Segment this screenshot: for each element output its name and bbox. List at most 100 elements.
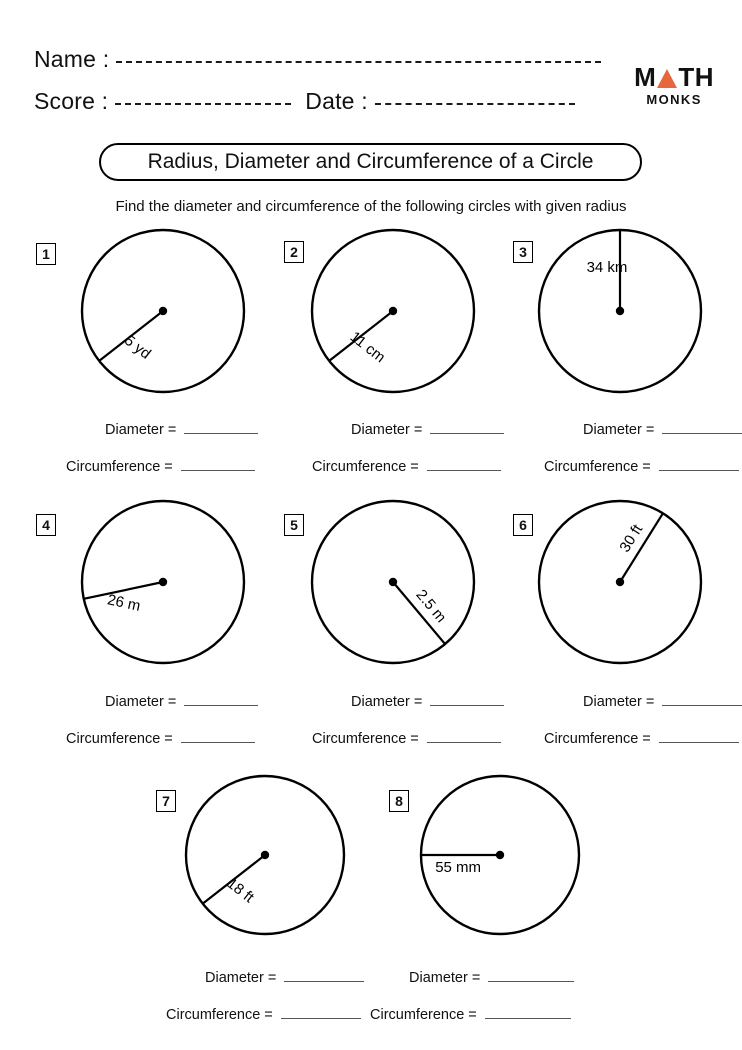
diameter-answer-row: Diameter = [583, 420, 742, 438]
circle-diagram: 55 mm [419, 774, 581, 936]
problem-number-badge: 3 [513, 241, 533, 263]
circle-outline [537, 499, 703, 665]
circumference-answer-blank[interactable] [658, 457, 739, 471]
circumference-answer-label: Circumference = [370, 1007, 477, 1023]
diameter-answer-row: Diameter = [205, 968, 365, 986]
problem-number-badge: 6 [513, 514, 533, 536]
problem-number: 4 [42, 517, 50, 533]
circumference-answer-row: Circumference = [312, 729, 504, 747]
circle-diagram: 18 ft [184, 774, 346, 936]
answer-block: Diameter = Circumference = [312, 692, 505, 766]
diameter-answer-blank[interactable] [662, 420, 742, 434]
circumference-answer-label: Circumference = [312, 731, 419, 747]
radius-label: 18 ft [224, 875, 258, 907]
circle-outline [310, 228, 476, 394]
circumference-answer-row: Circumference = [66, 457, 258, 475]
problem-number: 6 [519, 517, 527, 533]
diameter-answer-blank[interactable] [284, 968, 365, 982]
circumference-answer-label: Circumference = [544, 731, 651, 747]
circle-diagram: 26 m [80, 499, 246, 665]
date-label: Date : [305, 88, 368, 114]
circumference-answer-row: Circumference = [312, 457, 504, 475]
circle-outline [184, 774, 346, 936]
diameter-answer-row: Diameter = [409, 968, 575, 986]
radius-line [202, 854, 266, 905]
logo-wordmark: M TH [634, 64, 714, 90]
diameter-answer-label: Diameter = [105, 422, 177, 438]
diameter-answer-blank[interactable] [662, 692, 742, 706]
radius-line [619, 512, 664, 583]
logo-text-m: M [634, 62, 657, 92]
circle-diagram: 5 yd [80, 228, 246, 394]
circumference-answer-blank[interactable] [484, 1005, 571, 1019]
radius-line [392, 581, 446, 645]
diameter-answer-blank[interactable] [430, 692, 505, 706]
name-input-line[interactable] [116, 60, 602, 63]
worksheet-title: Radius, Diameter and Circumference of a … [99, 143, 642, 181]
diameter-answer-label: Diameter = [409, 970, 481, 986]
circle-outline [80, 499, 246, 665]
circumference-answer-blank[interactable] [180, 729, 255, 743]
problem-number-badge: 2 [284, 241, 304, 263]
radius-label: 26 m [106, 591, 142, 615]
answer-block: Diameter =Circumference = [66, 692, 259, 766]
circle-figure: 11 cm [278, 196, 508, 426]
problem-number-badge: 7 [156, 790, 176, 812]
center-point [615, 306, 625, 316]
problem-number: 7 [162, 793, 170, 809]
radius-line [98, 310, 164, 362]
circumference-answer-row: Circumference = [544, 457, 742, 475]
radius-label: 30 ft [616, 521, 646, 555]
circumference-answer-label: Circumference = [544, 459, 651, 475]
circumference-answer-blank[interactable] [280, 1005, 361, 1019]
radius-line [328, 310, 394, 362]
circumference-answer-blank[interactable] [426, 729, 501, 743]
circle-figure: 18 ft [152, 742, 378, 968]
diameter-answer-blank[interactable] [184, 420, 259, 434]
circumference-answer-row: Circumference = [544, 729, 742, 747]
center-point [615, 577, 625, 587]
name-field-row: Name : [34, 46, 602, 73]
date-input-line[interactable] [374, 102, 575, 105]
score-label: Score : [34, 88, 109, 114]
problem-number: 5 [290, 517, 298, 533]
score-input-line[interactable] [115, 102, 292, 105]
radius-label: 55 mm [435, 859, 481, 876]
diameter-answer-row: Diameter = [583, 692, 742, 710]
circumference-answer-label: Circumference = [66, 459, 173, 475]
circumference-answer-blank[interactable] [658, 729, 739, 743]
circle-figure: 55 mm [387, 742, 613, 968]
score-date-field-row: Score : Date : [34, 88, 575, 115]
diameter-answer-blank[interactable] [184, 692, 259, 706]
center-point [388, 577, 398, 587]
diameter-answer-label: Diameter = [105, 694, 177, 710]
diameter-answer-row: Diameter = [351, 420, 505, 438]
diameter-answer-blank[interactable] [488, 968, 575, 982]
diameter-answer-blank[interactable] [430, 420, 505, 434]
circle-figure: 34 km [505, 196, 735, 426]
answer-block: Diameter = Circumference = [66, 420, 259, 494]
circumference-answer-label: Circumference = [166, 1007, 273, 1023]
radius-label: 2.5 m [412, 586, 449, 626]
circle-figure: 2.5 m [278, 467, 508, 697]
answer-block: Diameter = Circumference = [166, 968, 365, 1042]
problem-number: 8 [395, 793, 403, 809]
circle-outline [80, 228, 246, 394]
answer-block: Diameter = Circumference = [544, 692, 742, 766]
circumference-answer-blank[interactable] [426, 457, 501, 471]
circle-outline [310, 499, 476, 665]
circumference-answer-blank[interactable] [180, 457, 255, 471]
radius-label: 34 km [587, 259, 628, 276]
instruction-text: Find the diameter and circumference of t… [115, 198, 627, 215]
logo-text-th: TH [678, 62, 714, 92]
diameter-answer-label: Diameter = [351, 694, 423, 710]
problem-number-badge: 4 [36, 514, 56, 536]
circumference-answer-row: Circumference = [370, 1005, 574, 1023]
diameter-answer-label: Diameter = [583, 422, 655, 438]
diameter-answer-label: Diameter = [205, 970, 277, 986]
math-monks-logo: M TH MONKS [634, 64, 714, 106]
logo-subtext: MONKS [646, 92, 702, 107]
center-point [495, 850, 505, 860]
radius-label: 5 yd [121, 332, 154, 363]
diameter-answer-label: Diameter = [351, 422, 423, 438]
